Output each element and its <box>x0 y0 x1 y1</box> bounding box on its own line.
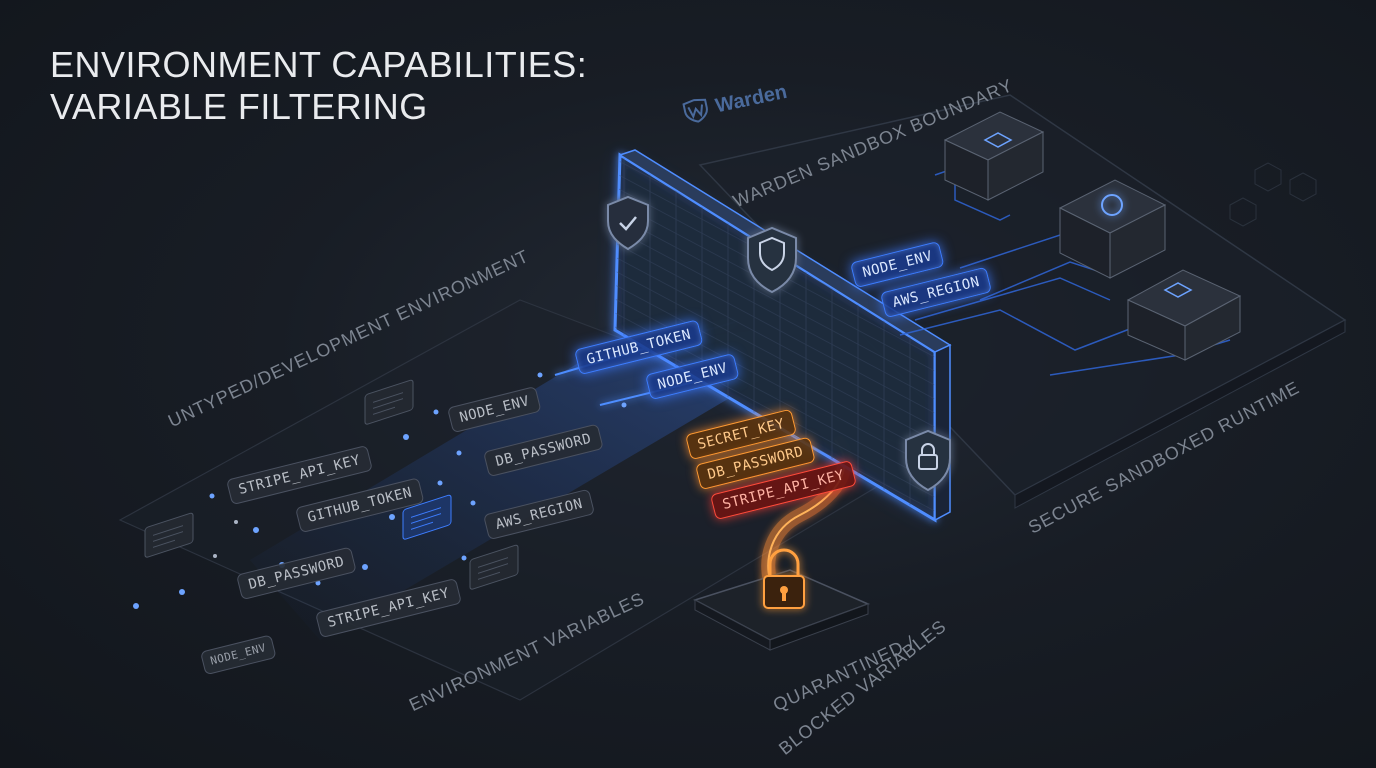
shield-lock-icon <box>905 429 951 492</box>
document-icon <box>402 494 452 540</box>
padlock-icon <box>763 548 805 609</box>
firewall-wall <box>613 149 952 523</box>
shield-icon <box>747 226 797 294</box>
shield-check-icon <box>607 195 649 251</box>
server-icon <box>1058 179 1167 279</box>
title-line-1: ENVIRONMENT CAPABILITIES: <box>50 44 588 85</box>
sandbox-platform <box>698 94 1347 509</box>
warden-logo-icon <box>682 98 708 123</box>
document-cards <box>144 379 519 590</box>
document-icon <box>144 512 194 558</box>
document-icon <box>469 544 519 590</box>
warden-brand: Warden <box>680 80 789 126</box>
server-icon <box>943 111 1045 201</box>
document-icon <box>364 379 414 425</box>
flow-particles <box>133 372 627 609</box>
page-title: ENVIRONMENT CAPABILITIES: VARIABLE FILTE… <box>50 44 587 128</box>
title-line-2: VARIABLE FILTERING <box>50 86 428 127</box>
server-icon <box>1126 269 1242 361</box>
